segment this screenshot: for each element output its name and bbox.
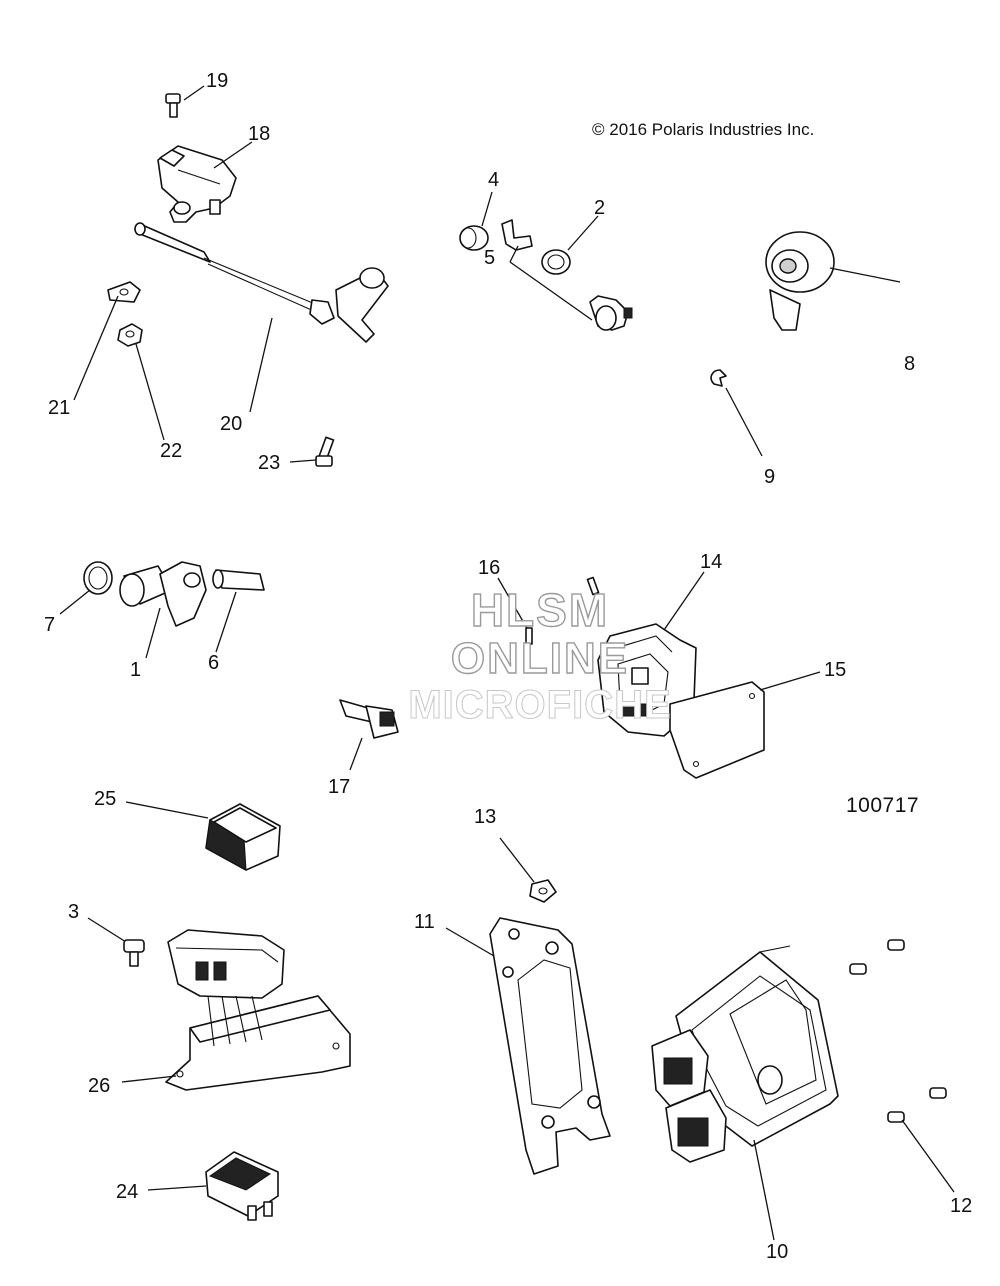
callout-14: 14 bbox=[700, 551, 722, 573]
part-10-ecu bbox=[651, 945, 839, 1241]
callout-9: 9 bbox=[764, 466, 775, 488]
callout-26: 26 bbox=[88, 1075, 110, 1097]
part-13-bolt bbox=[499, 837, 557, 903]
part-22-nut bbox=[117, 323, 165, 441]
callout-24: 24 bbox=[116, 1181, 138, 1203]
callout-16: 16 bbox=[478, 557, 500, 579]
callout-17: 17 bbox=[328, 776, 350, 798]
callout-13: 13 bbox=[474, 806, 496, 828]
callout-2: 2 bbox=[594, 197, 605, 219]
callout-12: 12 bbox=[950, 1195, 972, 1217]
part-2-o-ring bbox=[541, 215, 599, 275]
callout-6: 6 bbox=[208, 652, 219, 674]
part-26-module bbox=[121, 929, 351, 1091]
callout-15: 15 bbox=[824, 659, 846, 681]
part-15-gasket bbox=[669, 671, 821, 779]
part-9-clip bbox=[710, 369, 763, 457]
part-24-switch bbox=[147, 1151, 279, 1221]
callout-7: 7 bbox=[44, 614, 55, 636]
callout-19: 19 bbox=[206, 70, 228, 92]
part-25-relay bbox=[125, 801, 281, 871]
part-17-temp-sensor bbox=[339, 699, 399, 771]
part-18-map-sensor bbox=[157, 141, 253, 223]
part-8-knock-sensor bbox=[765, 231, 901, 331]
copyright-notice: © 2016 Polaris Industries Inc. bbox=[592, 120, 815, 139]
callout-23: 23 bbox=[258, 452, 280, 474]
part-21-bracket bbox=[73, 281, 141, 401]
part-4-cap bbox=[459, 191, 493, 251]
callout-10: 10 bbox=[766, 1241, 788, 1263]
callout-1: 1 bbox=[130, 659, 141, 681]
part-3-bolt bbox=[87, 917, 145, 967]
part-23-bolt bbox=[289, 436, 335, 467]
callout-20: 20 bbox=[220, 413, 242, 435]
callout-8: 8 bbox=[904, 353, 915, 375]
callout-21: 21 bbox=[48, 397, 70, 419]
part-11-bracket bbox=[445, 917, 611, 1175]
callout-labels: 19 18 4 2 5 8 9 21 20 22 23 16 14 7 6 1 … bbox=[44, 70, 972, 1263]
part-19-bolt bbox=[165, 85, 205, 118]
diagram-number: 100717 bbox=[846, 794, 920, 817]
part-1-cam-sensor bbox=[119, 561, 207, 659]
callout-3: 3 bbox=[68, 901, 79, 923]
part-6-pin bbox=[212, 569, 265, 653]
callout-22: 22 bbox=[160, 440, 182, 462]
part-20-sensor-harness bbox=[134, 222, 389, 413]
callout-25: 25 bbox=[94, 788, 116, 810]
callout-4: 4 bbox=[488, 169, 499, 191]
part-5-bracket-and-sensor bbox=[501, 219, 633, 331]
callout-5: 5 bbox=[484, 247, 495, 269]
part-16-screw bbox=[497, 576, 600, 645]
callout-11: 11 bbox=[414, 911, 435, 933]
part-7-o-ring bbox=[59, 561, 113, 615]
callout-18: 18 bbox=[248, 123, 270, 145]
part-12-screws bbox=[849, 939, 955, 1193]
